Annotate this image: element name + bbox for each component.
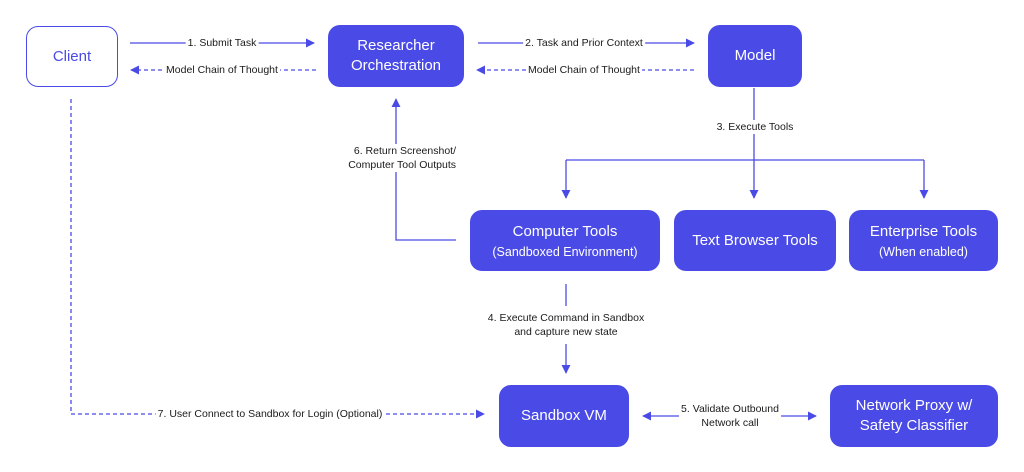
client-label: Client (52, 47, 92, 65)
label-cot-client: Model Chain of Thought (164, 63, 280, 77)
sandbox-vm-label: Sandbox VM (521, 407, 607, 424)
network-proxy-node: Network Proxy w/ Safety Classifier (830, 385, 998, 447)
label-cot-model: Model Chain of Thought (526, 63, 642, 77)
label-return-screenshot: 6. Return Screenshot/ Computer Tool Outp… (326, 144, 458, 172)
client-node: Client (26, 26, 118, 87)
label-execute-tools: 3. Execute Tools (714, 120, 796, 134)
computer-tools-sublabel: (Sandboxed Environment) (492, 244, 638, 259)
label-task-context: 2. Task and Prior Context (523, 36, 645, 50)
model-label: Model (734, 47, 776, 64)
enterprise-tools-node: Enterprise Tools (When enabled) (849, 210, 998, 271)
researcher-orchestration-node: Researcher Orchestration (328, 25, 464, 87)
label-submit-task: 1. Submit Task (185, 36, 259, 50)
computer-tools-label: Computer Tools (512, 222, 618, 240)
computer-tools-node: Computer Tools (Sandboxed Environment) (470, 210, 660, 271)
text-browser-label: Text Browser Tools (692, 231, 818, 249)
text-browser-tools-node: Text Browser Tools (674, 210, 836, 271)
sandbox-vm-node: Sandbox VM (499, 385, 629, 447)
orchestration-label: Researcher Orchestration (350, 37, 442, 74)
network-proxy-label: Network Proxy w/ Safety Classifier (855, 397, 973, 434)
model-node: Model (708, 25, 802, 87)
enterprise-tools-label: Enterprise Tools (869, 222, 978, 240)
label-execute-command: 4. Execute Command in Sandbox and captur… (485, 311, 647, 339)
label-validate-outbound: 5. Validate Outbound Network call (679, 402, 781, 430)
label-user-connect: 7. User Connect to Sandbox for Login (Op… (155, 407, 385, 421)
enterprise-tools-sublabel: (When enabled) (879, 244, 968, 259)
